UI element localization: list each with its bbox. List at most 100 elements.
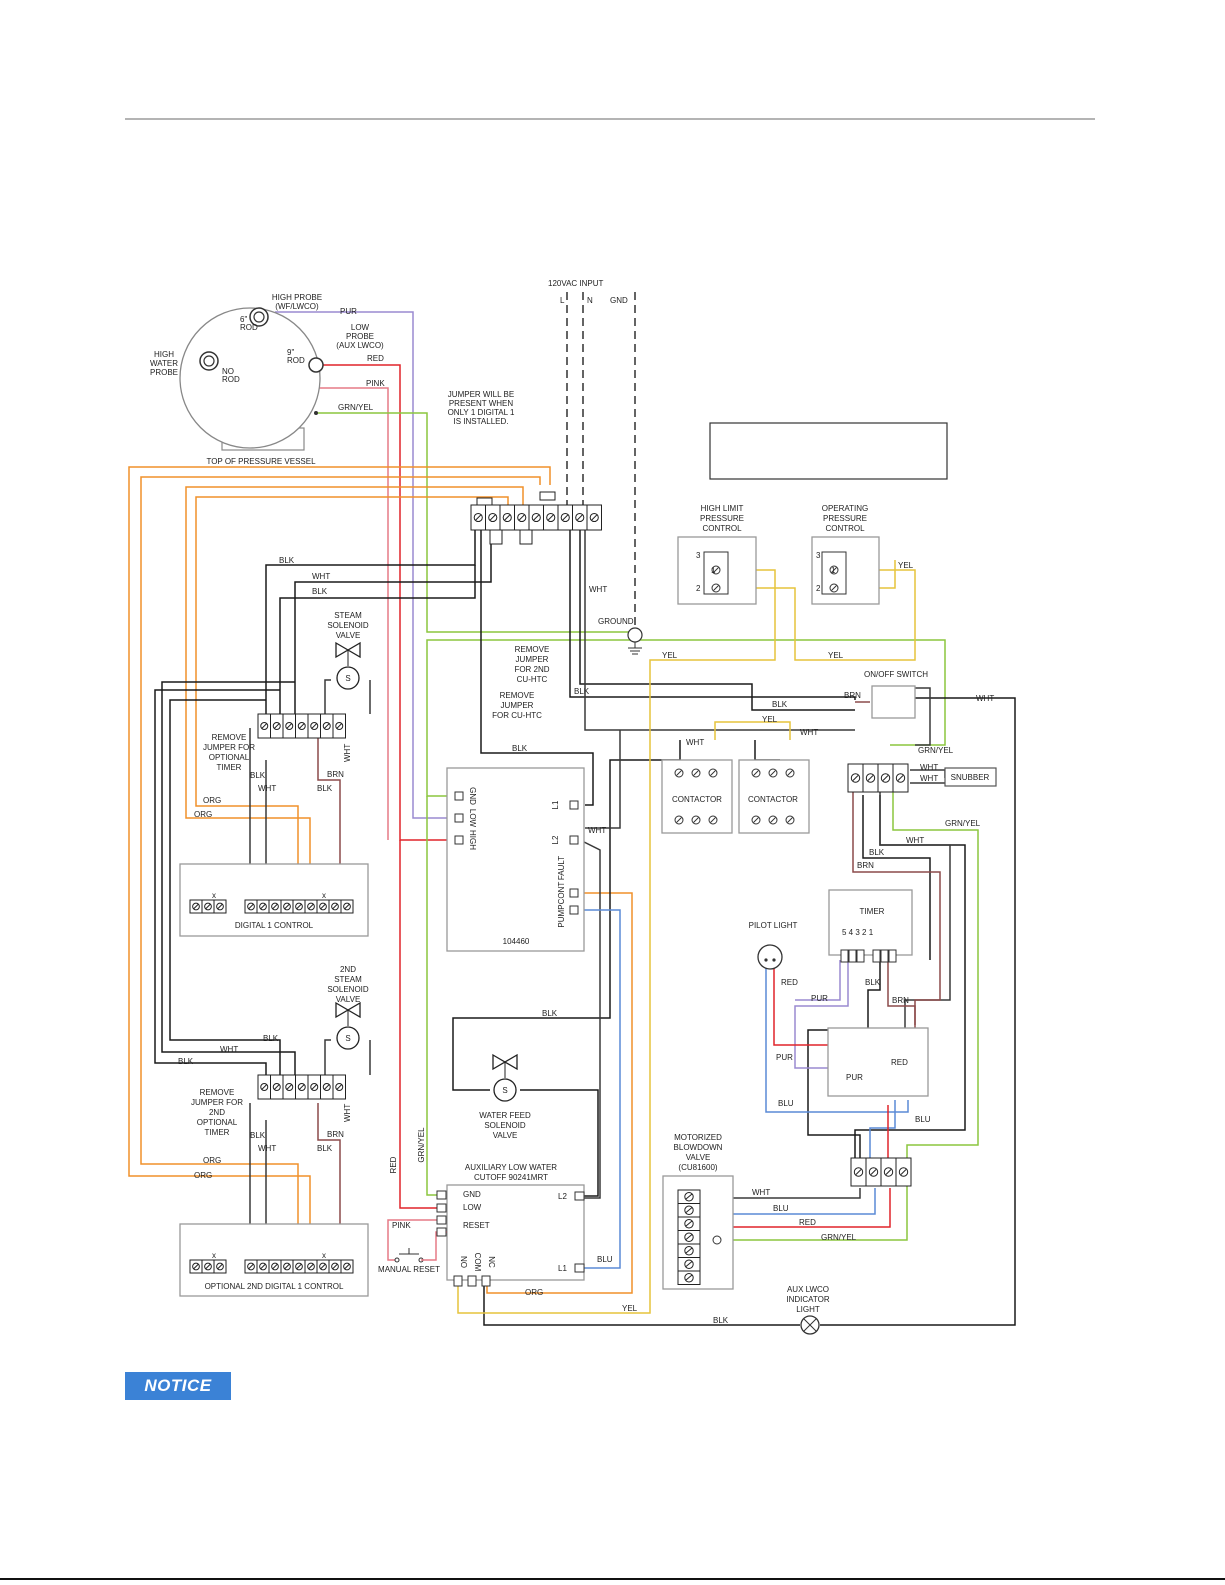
remove-2nd-label-line-1: JUMPER [516,655,549,664]
steam-valve2-label-line-0: 2ND [340,965,356,974]
wire-label-blk-5: BLK [512,744,528,753]
steam-valve2-label-line-2: SOLENOID [327,985,369,994]
brn-wire-3 [317,738,341,900]
water-feed-solenoid: S [492,1053,518,1102]
remove-timer2-label-line-0: REMOVE [200,1088,235,1097]
board-pin-left [454,791,464,801]
blk-wire-4 [480,530,594,806]
timer-pin [848,949,857,963]
timer-pins-label: 5 4 3 2 1 [842,928,874,937]
top-vessel-label: TOP OF PRESSURE VESSEL [206,457,316,466]
board-pin-right-label-1: L2 [551,835,560,844]
snubber-label: SNUBBER [951,773,990,782]
aux-pin-right [574,1263,585,1273]
wire-label-org-2: ORG [194,810,212,819]
pilot-label: PILOT LIGHT [749,921,798,930]
blk-wire-8 [520,1089,599,1197]
wire-label-blk-10: BLK [542,1009,558,1018]
wire-label-wht-13: WHT [258,1144,276,1153]
blk-wire-aux [483,1280,800,1326]
board-pin-left-label-2: HIGH [468,830,477,850]
low-probe-label-line-2: (AUX LWCO) [336,341,384,350]
wire-label-blk-6: BLK [869,848,885,857]
low-probe-9in-rod [308,357,324,373]
hl-pin1: 1 [711,566,716,575]
rod6-label-line-1: ROD [240,323,258,332]
wire-label-blu-1: BLU [778,1099,794,1108]
remove-timer-label-line-2: OPTIONAL [209,753,250,762]
rod9-label-line-0: 9" [287,348,294,357]
aux-light-label-line-2: LIGHT [796,1305,820,1314]
remove-2nd-label-line-2: FOR 2ND [514,665,549,674]
op-pin1: 1 [831,566,836,575]
input-GND-label: GND [610,296,628,305]
board-pin-left-label-1: LOW [468,809,477,828]
notice-badge: NOTICE [125,1372,231,1400]
blowdown-terminals [677,1189,722,1285]
snubber-box [944,767,997,787]
wire-label-pur-3: PUR [776,1053,793,1062]
board-pin-pump [569,888,579,898]
steam-valve2-label-line-3: VALVE [336,995,361,1004]
blu-wire-3 [712,1188,876,1215]
aux-lwco-box [446,1184,585,1281]
aux-pin [436,1203,447,1213]
wire-label-wht-3: WHT [976,694,994,703]
wire-label-wht-15: WHT [752,1188,770,1197]
wire-label-org-3: ORG [203,1156,221,1165]
operating-label-line-2: CONTROL [825,524,865,533]
wire-label-wht-8: WHT [906,836,924,845]
remove-timer-label-line-1: JUMPER FOR [203,743,255,752]
contactor1-label: CONTACTOR [672,795,722,804]
timer-label: TIMER [860,907,885,916]
blk-wire-timer [862,795,931,960]
wire-label-pink: PINK [366,379,385,388]
remove-cu-label-line-0: REMOVE [500,691,535,700]
digital1-terminals-b [244,899,354,914]
aux-pin-bottom [467,1275,477,1287]
jumper-note-label-line-3: IS INSTALLED. [454,417,509,426]
steam-valve-label-line-2: VALVE [336,631,361,640]
blu-wire-4 [582,909,621,1269]
wire-label-wht-14: WHT [343,1104,352,1122]
ground-label: GROUND [598,617,634,626]
water-feed-label-line-0: WATER FEED [479,1111,531,1120]
high-limit-label-line-1: PRESSURE [700,514,744,523]
low-probe-label-line-0: LOW [351,323,370,332]
wire-label-org-1: ORG [203,796,221,805]
input-120vac-label: 120VAC INPUT [548,279,604,288]
footer-rule [0,1578,1225,1580]
aux-pin-label-2: RESET [463,1221,490,1230]
blk-wire-3 [294,530,492,718]
wht-wire-steam2 [324,1039,371,1075]
wire-label-wht-10: WHT [343,744,352,762]
wire-label-yel-2: YEL [662,651,678,660]
pressure-vessel [179,307,324,451]
ground-symbol [627,627,643,655]
wire-label-blk-8: BLK [317,784,333,793]
remove-2nd-label-line-3: CU-HTC [517,675,548,684]
manual-reset-label: MANUAL RESET [378,1265,440,1274]
onoff-switch [871,685,916,719]
wire-label-wht-7: WHT [920,774,938,783]
aux-l1-label: L1 [558,1264,567,1273]
water-feed-label-line-1: SOLENOID [484,1121,526,1130]
board-pump-label: PUMP [557,904,566,927]
jumper-note-label-line-1: PRESENT WHEN [449,399,514,408]
blk-contactor [650,740,780,761]
contactor2-label: CONTACTOR [748,795,798,804]
digital2-x-a: x [212,1251,216,1260]
aux-pin [436,1190,447,1200]
wire-label-wht-11: WHT [588,826,606,835]
wire-label-yel-5: YEL [622,1304,638,1313]
board-pin-right-label-0: L1 [551,800,560,809]
steam-terminal-block-2 [257,1074,346,1100]
blk-wire-6 [579,530,855,711]
wire-label-blk-13: BLK [250,1131,266,1140]
digital2-terminals-b [244,1259,354,1274]
rod9-label-line-1: ROD [287,356,305,365]
remove-2nd-label-line-0: REMOVE [515,645,550,654]
high-limit-label-line-2: CONTROL [702,524,742,533]
timer-pin [880,949,889,963]
contactor-terminal-block [847,763,909,793]
